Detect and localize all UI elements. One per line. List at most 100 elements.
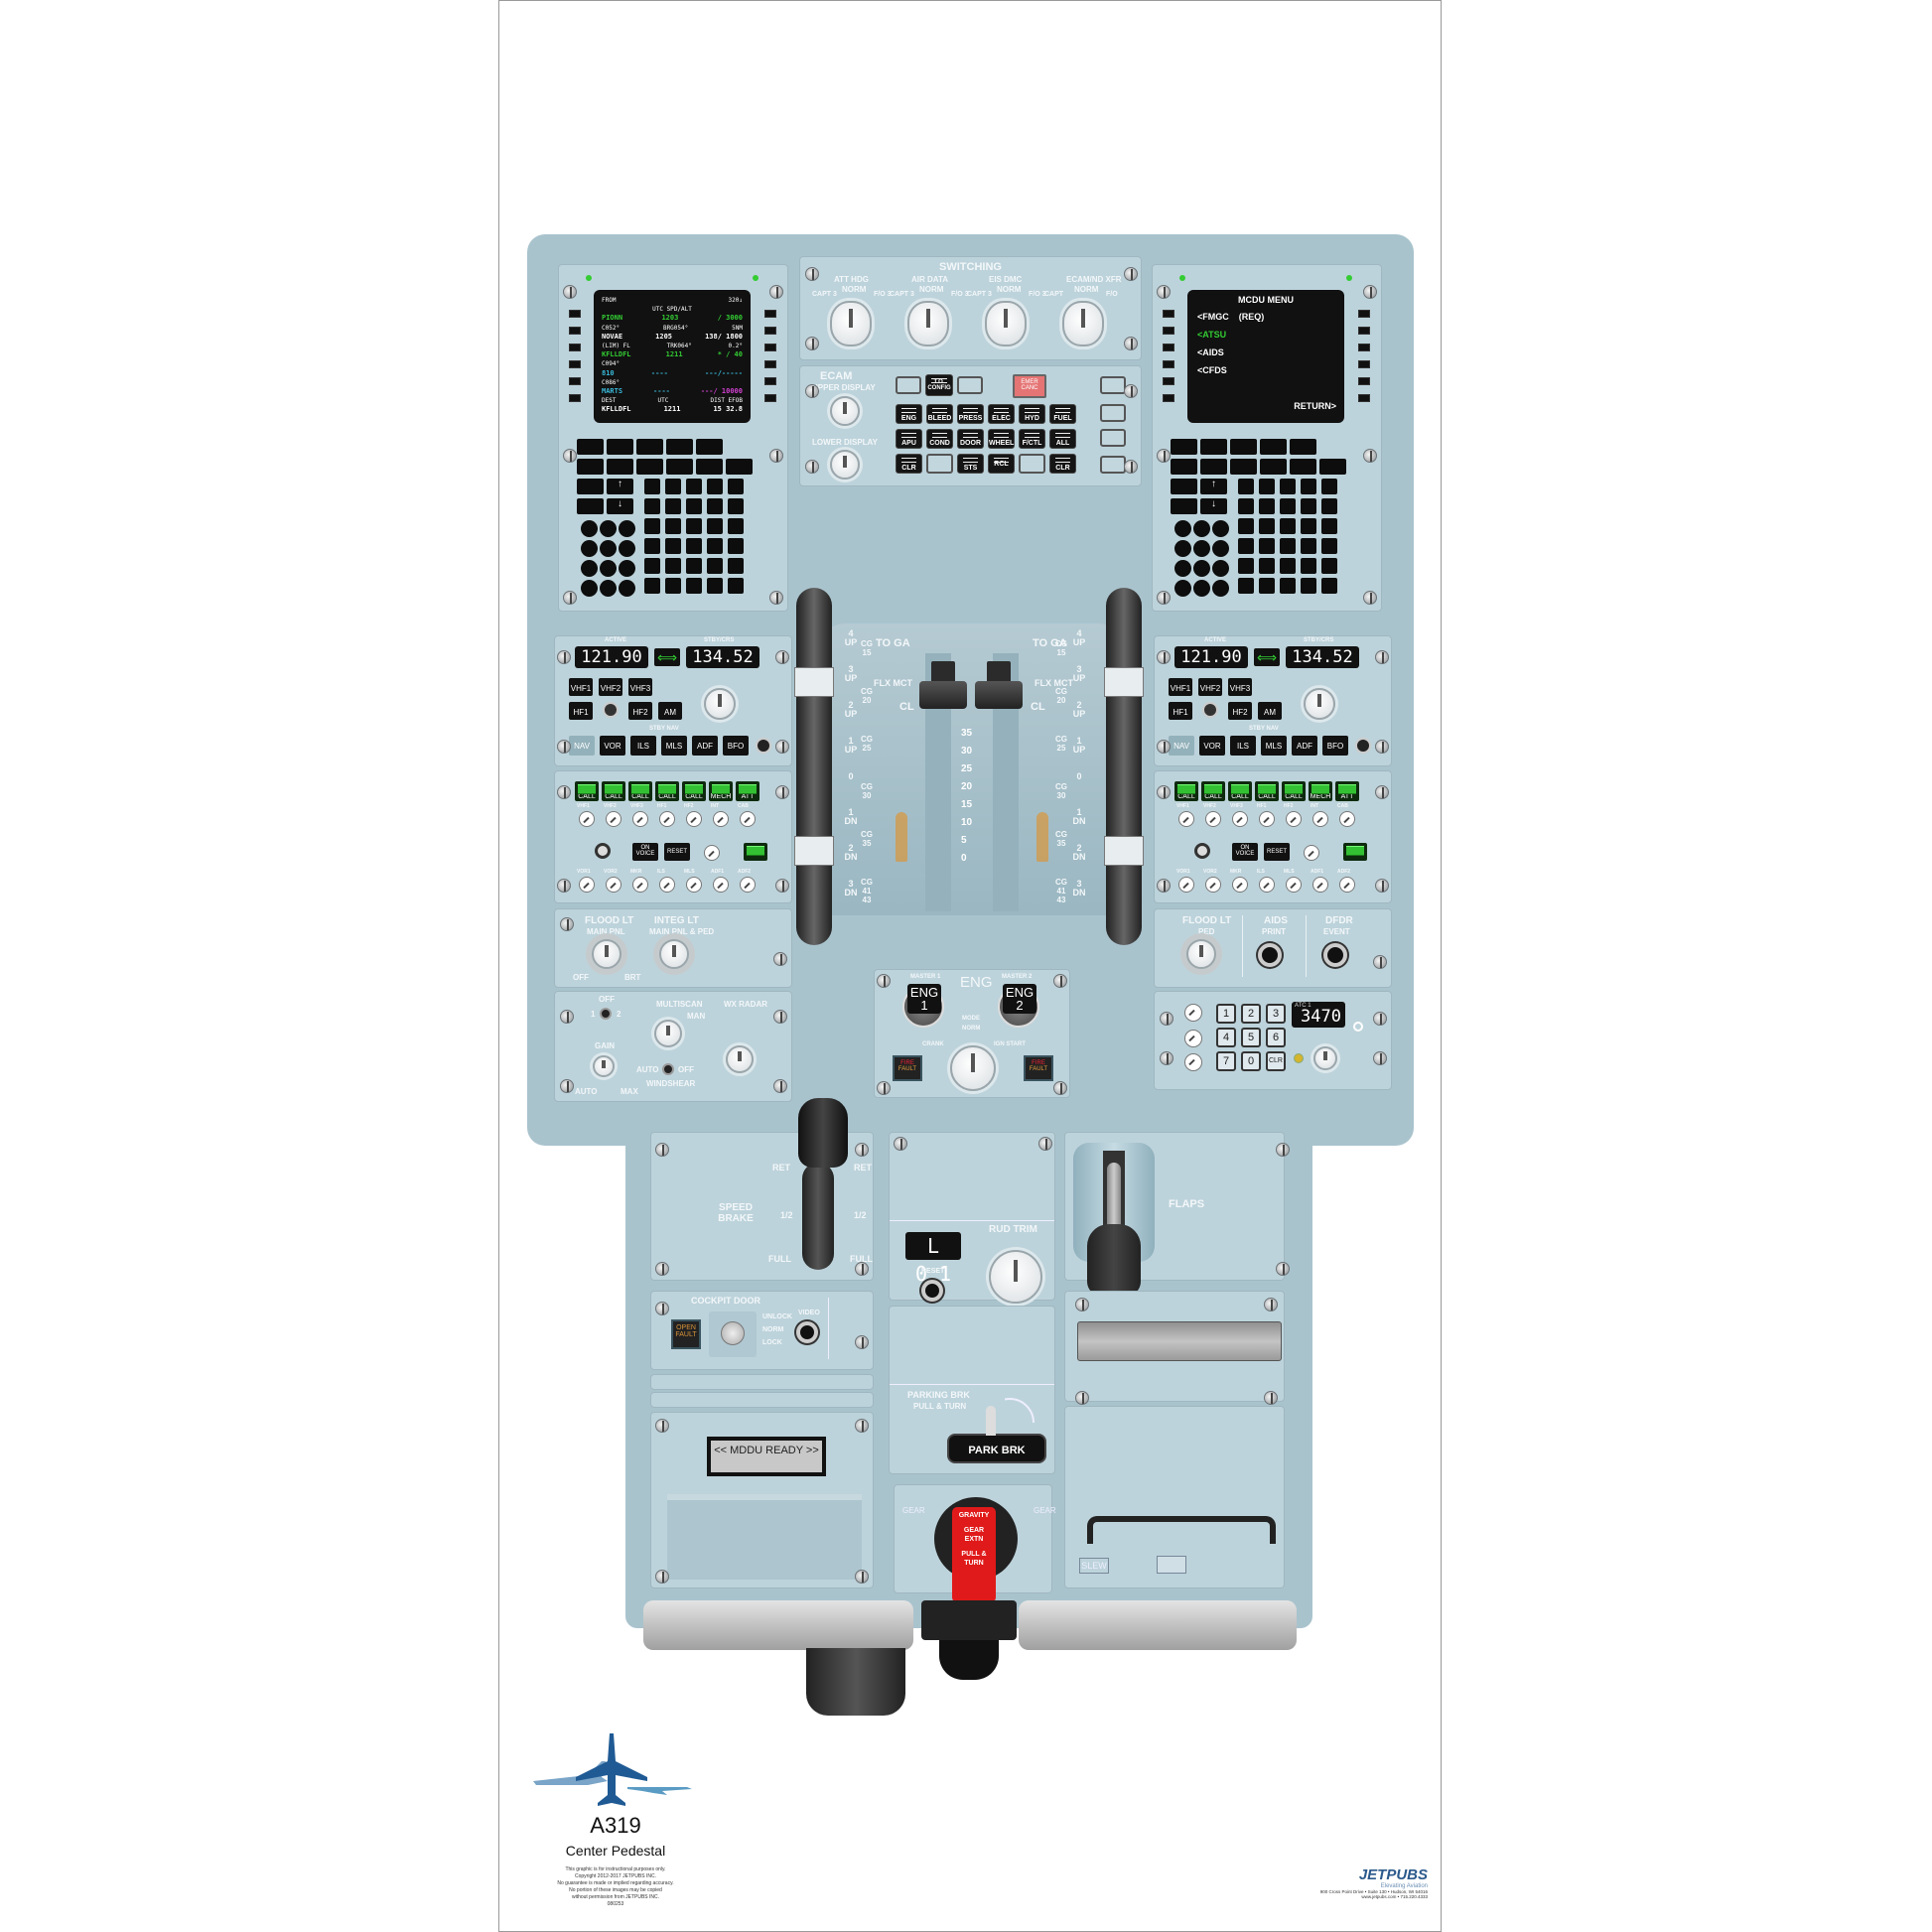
alpha-key[interactable] [1321, 479, 1337, 494]
ecam-press-button[interactable]: PRESS [957, 404, 984, 424]
alpha-key[interactable] [644, 578, 660, 594]
acp-volume-knob[interactable] [1205, 811, 1221, 827]
acp-volume-knob[interactable] [659, 811, 675, 827]
alpha-key[interactable] [644, 558, 660, 574]
mcdu-function-key[interactable] [1260, 459, 1287, 475]
line-select-key[interactable] [764, 377, 776, 385]
numeric-key[interactable] [581, 560, 598, 577]
alpha-key[interactable] [1321, 538, 1337, 554]
rmp-hf1-button[interactable]: HF1 [1169, 702, 1192, 720]
numeric-key[interactable] [1193, 520, 1210, 537]
alpha-key[interactable] [1238, 558, 1254, 574]
gain-knob[interactable] [593, 1055, 615, 1077]
ecam-door-button[interactable]: DOOR [957, 429, 984, 449]
emer-canc-button[interactable]: EMER CANC [1013, 374, 1046, 398]
slew-up-key[interactable]: ↑ [607, 479, 633, 494]
numeric-key[interactable] [600, 520, 617, 537]
ecam-fuel-button[interactable]: FUEL [1049, 404, 1076, 424]
tcas-traffic-selector[interactable] [1184, 1053, 1202, 1071]
alpha-key[interactable] [665, 538, 681, 554]
acp-receiver-knob[interactable] [1339, 877, 1355, 893]
atc-key-1[interactable]: 1 [1216, 1004, 1236, 1024]
alpha-key[interactable] [728, 498, 744, 514]
flaps-lever-shaft[interactable] [1107, 1163, 1121, 1232]
atc-key-2[interactable]: 2 [1241, 1004, 1261, 1024]
ident-button[interactable] [1353, 1022, 1363, 1032]
acp-receiver-knob[interactable] [579, 877, 595, 893]
rudder-trim-knob[interactable] [989, 1250, 1042, 1304]
ecam-blank-2[interactable] [957, 376, 983, 394]
printer-paper-tray[interactable] [667, 1494, 862, 1580]
line-select-key[interactable] [1163, 344, 1174, 351]
alpha-key[interactable] [1301, 479, 1316, 494]
flood-lt-main-pnl-knob[interactable] [592, 939, 621, 969]
rmp-power-switch[interactable] [756, 738, 771, 754]
alpha-key[interactable] [1259, 518, 1275, 534]
rmp-vhf3-button[interactable]: VHF3 [1228, 678, 1252, 696]
alpha-key[interactable] [1321, 518, 1337, 534]
ecam-hyd-button[interactable]: HYD [1019, 404, 1045, 424]
acp-receiver-knob[interactable] [632, 877, 648, 893]
acp-receiver-knob[interactable] [1259, 877, 1275, 893]
alpha-key[interactable] [1321, 578, 1337, 594]
line-select-key[interactable] [1163, 360, 1174, 368]
line-select-key[interactable] [764, 327, 776, 335]
alpha-key[interactable] [686, 518, 702, 534]
upper-display-knob[interactable] [830, 396, 860, 426]
mcdu-function-key[interactable] [577, 459, 604, 475]
switching-knob-att-hdg[interactable] [830, 301, 872, 346]
alpha-key[interactable] [644, 479, 660, 494]
alpha-key[interactable] [728, 558, 744, 574]
rmp-vhf3-button[interactable]: VHF3 [628, 678, 652, 696]
mcdu-key[interactable] [577, 479, 604, 494]
rudder-trim-reset-button[interactable] [921, 1280, 943, 1302]
mcdu-function-key[interactable] [636, 459, 663, 475]
numeric-key[interactable] [619, 520, 635, 537]
menu-item-fmgc[interactable]: <FMGC (REQ) [1197, 312, 1265, 322]
alpha-key[interactable] [644, 538, 660, 554]
alpha-key[interactable] [686, 538, 702, 554]
door-lock-toggle[interactable] [709, 1311, 757, 1357]
wx-mode-knob[interactable] [726, 1045, 754, 1073]
rmp-adf-button[interactable]: ADF [1292, 736, 1317, 756]
line-select-key[interactable] [569, 377, 581, 385]
alpha-key[interactable] [644, 498, 660, 514]
alpha-key[interactable] [707, 578, 723, 594]
rmp-hf2-button[interactable]: HF2 [628, 702, 652, 720]
numeric-key[interactable] [600, 540, 617, 557]
slew-down-key[interactable]: ↓ [607, 498, 633, 514]
line-select-key[interactable] [569, 360, 581, 368]
mcdu-function-key[interactable] [1200, 439, 1227, 455]
alpha-key[interactable] [1280, 538, 1296, 554]
mcdu-function-key[interactable] [1230, 459, 1257, 475]
lower-display-knob[interactable] [830, 450, 860, 480]
ecam-rcl-button[interactable]: RCL [988, 454, 1015, 474]
acp-call-button[interactable]: CALL [1282, 781, 1306, 801]
menu-item-atsu[interactable]: <ATSU [1197, 330, 1227, 340]
acp-call-button[interactable]: CALL [1255, 781, 1279, 801]
acp-volume-knob[interactable] [579, 811, 595, 827]
alpha-key[interactable] [1259, 578, 1275, 594]
rmp-mls-button[interactable]: MLS [661, 736, 687, 756]
ecam-sts-button[interactable]: STS [957, 454, 984, 474]
rmp-vor-button[interactable]: VOR [600, 736, 625, 756]
rmp-bfo-button[interactable]: BFO [723, 736, 749, 756]
line-select-key[interactable] [569, 327, 581, 335]
line-select-key[interactable] [764, 344, 776, 351]
reset-button[interactable]: RESET [664, 843, 690, 861]
ecam-blank-1[interactable] [896, 376, 921, 394]
atc-key-3[interactable]: 3 [1266, 1004, 1286, 1024]
ecam-blank[interactable] [1019, 454, 1045, 474]
numeric-key[interactable] [1193, 560, 1210, 577]
thrust-lever-2[interactable] [975, 661, 1023, 733]
alpha-key[interactable] [1238, 538, 1254, 554]
alpha-key[interactable] [1238, 479, 1254, 494]
acp-att-button[interactable]: ATT [1335, 781, 1359, 801]
alpha-key[interactable] [1238, 518, 1254, 534]
mcdu-function-key[interactable] [636, 439, 663, 455]
rmp-hf2-button[interactable]: HF2 [1228, 702, 1252, 720]
acp-receiver-knob[interactable] [686, 877, 702, 893]
xpdr-mode-knob[interactable] [1313, 1046, 1337, 1070]
alpha-key[interactable] [707, 558, 723, 574]
menu-return[interactable]: RETURN> [1294, 401, 1336, 411]
